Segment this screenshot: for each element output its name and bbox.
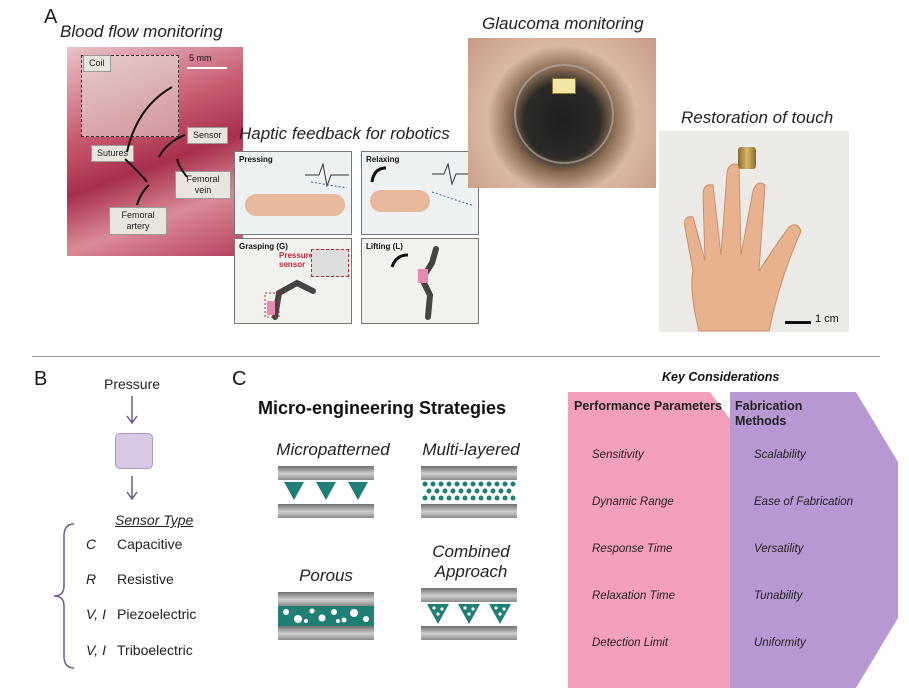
touch-photo: 1 cm <box>659 131 849 332</box>
combined-porous-pyramids <box>427 604 511 624</box>
multilayered-dots <box>422 481 516 501</box>
sensor-symbol-piezoelectric: V, I <box>86 606 106 622</box>
sensor-name-piezoelectric: Piezoelectric <box>117 606 197 622</box>
sensor-symbol-capacitive: C <box>86 536 97 552</box>
multilayered-top-bar <box>421 466 517 480</box>
blood-flow-photo: 5 mm Coil Sutures Sensor Femoral vein Fe… <box>67 47 243 256</box>
performance-item-relaxation-time: Relaxation Time <box>592 590 675 602</box>
sutures-tag: Sutures <box>91 145 135 162</box>
fabrication-item-versatility: Versatility <box>754 543 804 555</box>
scale-bar <box>187 67 227 69</box>
sensor-tag: Sensor <box>187 127 228 144</box>
sensor-name-resistive: Resistive <box>117 571 174 587</box>
pressing-photo: Pressing <box>234 151 352 235</box>
blood-flow-arrows <box>124 86 188 206</box>
arm-shape <box>245 194 345 216</box>
combined-label: Combined Approach <box>432 542 510 581</box>
touch-caption: Restoration of touch <box>681 108 834 127</box>
fabrication-item-ease-of-fabrication: Ease of Fabrication <box>754 496 854 508</box>
fingertip-sensor <box>738 147 756 169</box>
femoral-artery-tag: Femoral artery <box>109 207 167 235</box>
scale-label: 5 mm <box>189 53 212 63</box>
key-considerations-shapes <box>568 392 898 688</box>
contact-lens <box>514 64 614 164</box>
relaxing-photo: Relaxing <box>361 151 479 235</box>
grasping-photo: Grasping (G) Pressure sensor <box>234 238 352 324</box>
porous-label: Porous <box>299 566 353 585</box>
blood-flow-caption: Blood flow monitoring <box>60 22 223 41</box>
micropatterned-pyramids <box>284 482 368 500</box>
sensor-output-arrow <box>126 476 138 501</box>
sensor-type-bracket <box>53 523 75 669</box>
lifting-label: Lifting (L) <box>366 242 403 251</box>
sensor-symbol-triboelectric: V, I <box>86 642 106 658</box>
robot-arm-lift <box>390 246 439 320</box>
fabrication-item-tunability: Tunability <box>754 590 803 602</box>
pressing-label: Pressing <box>239 155 273 164</box>
sensor-box <box>115 433 153 469</box>
grasping-label: Grasping (G) <box>239 242 288 251</box>
sensor-name-capacitive: Capacitive <box>117 536 183 552</box>
sensor-inset <box>311 249 349 277</box>
haptic-caption: Haptic feedback for robotics <box>239 124 450 143</box>
multilayered-label: Multi-layered <box>422 440 520 459</box>
touch-scale-label: 1 cm <box>815 313 839 325</box>
multilayered-bottom-bar <box>421 504 517 518</box>
panel-a-letter: A <box>44 6 58 28</box>
panel-c-letter: C <box>232 368 247 390</box>
performance-item-dynamic-range: Dynamic Range <box>592 496 674 508</box>
section-divider <box>32 356 880 357</box>
combined-top-bar <box>421 588 517 602</box>
fabrication-item-scalability: Scalability <box>754 449 806 461</box>
glaucoma-photo <box>468 38 656 188</box>
performance-parameters-title: Performance Parameters <box>574 399 722 413</box>
micropatterned-label: Micropatterned <box>276 440 390 459</box>
pressure-sensor-label: Pressure sensor <box>279 251 314 269</box>
touch-scale-bar <box>785 321 811 324</box>
panel-b-letter: B <box>34 368 48 390</box>
performance-item-detection-limit: Detection Limit <box>592 637 669 649</box>
porous-top-bar <box>278 592 374 606</box>
performance-item-sensitivity: Sensitivity <box>592 449 644 461</box>
pressure-label: Pressure <box>104 376 161 392</box>
fist-shape <box>370 190 430 212</box>
coil-tag: Coil <box>83 55 111 72</box>
lifting-photo: Lifting (L) <box>361 238 479 324</box>
porous-layer <box>278 606 374 626</box>
micropatterned-top-bar <box>278 466 374 480</box>
micro-engineering-title: Micro-engineering Strategies <box>258 398 507 418</box>
pressure-arrow <box>126 396 138 425</box>
sensor-type-title: Sensor Type <box>115 512 194 528</box>
sensor-name-triboelectric: Triboelectric <box>117 642 193 658</box>
glaucoma-caption: Glaucoma monitoring <box>482 14 644 33</box>
pressing-signal <box>305 162 349 189</box>
fabrication-item-uniformity: Uniformity <box>754 637 806 649</box>
relaxing-graphics <box>370 162 475 207</box>
fabrication-methods-title: Fabrication Methods <box>735 399 803 428</box>
femoral-vein-tag: Femoral vein <box>175 171 231 199</box>
hand-drawing <box>684 163 802 332</box>
combined-bottom-bar <box>421 626 517 640</box>
sensor-symbol-resistive: R <box>86 571 97 587</box>
porous-bottom-bar <box>278 626 374 640</box>
performance-item-response-time: Response Time <box>592 543 673 555</box>
key-considerations-title: Key Considerations <box>662 370 780 384</box>
robot-arm-grasp <box>264 279 316 320</box>
relaxing-label: Relaxing <box>366 155 400 164</box>
micropatterned-bottom-bar <box>278 504 374 518</box>
